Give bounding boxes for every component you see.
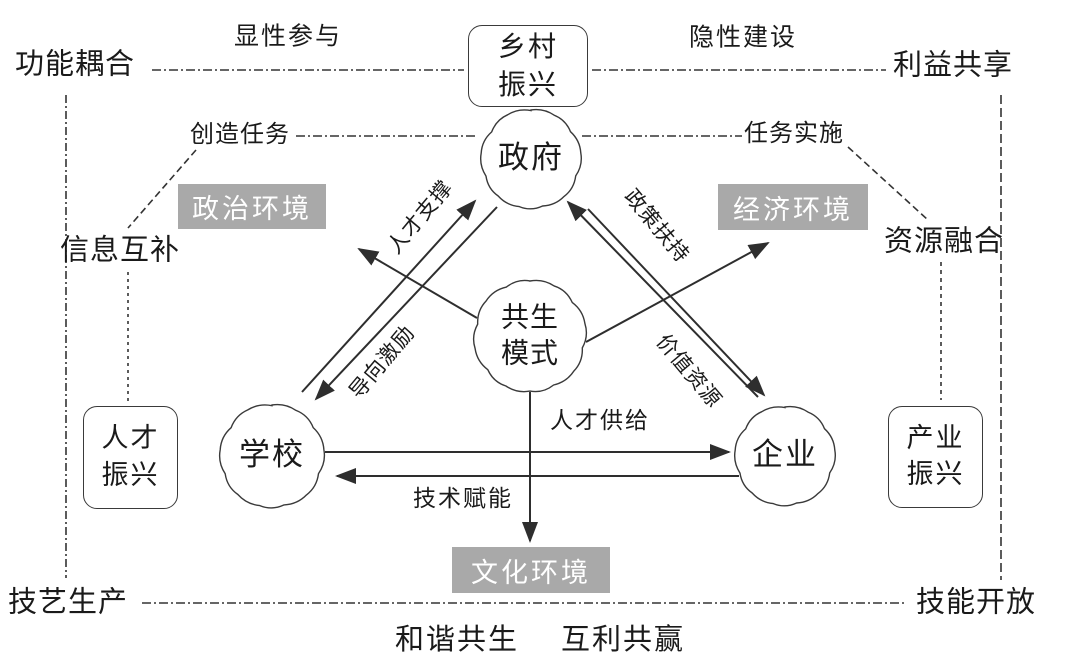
node-symbiosis-label: 共生模式 [501,300,559,373]
node-rural-revitalization-text: 乡村振兴 [498,28,558,104]
edge-label-explicit-participation: 显性参与 [233,21,343,51]
industry-line2: 振兴 [906,459,965,490]
env-box-economic: 经济环境 [718,184,868,230]
dashed-createtask-info [127,149,197,229]
node-industry-revitalization: 产业振兴 [888,406,983,508]
symbiosis-line2: 模式 [500,337,560,370]
cloud-outline [218,403,326,509]
arrow-label-tech-empower: 技术赋能 [413,485,513,512]
node-talent-revitalization: 人才振兴 [83,406,178,509]
corner-label-skill-openness: 技能开放 [915,584,1037,619]
env-box-political: 政治环境 [178,184,326,229]
node-rural-revitalization: 乡村振兴 [468,25,588,107]
cloud-outline [733,405,837,507]
env-box-cultural: 文化环境 [452,547,610,593]
corner-label-craft-production: 技艺生产 [7,584,129,619]
edge-label-task-implement: 任务实施 [744,119,844,148]
footer-motto-right: 互利共赢 [561,622,686,656]
dashed-taskimpl-resource [847,146,929,221]
corner-label-benefit-sharing: 利益共享 [892,47,1014,82]
node-government-label: 政府 [498,140,564,177]
side-label-info-complement: 信息互补 [59,232,181,267]
cloud-outline [472,279,588,393]
arrow-gov-to-school-guide-incentive [314,206,498,401]
edge-label-implicit-construction: 隐性建设 [688,22,798,52]
industry-line1: 产业 [906,422,965,454]
symbiosis-line1: 共生 [500,300,560,334]
arrow-gov-to-enterprise-value-resource [587,208,766,397]
corner-label-function-coupling: 功能耦合 [14,46,136,81]
arrow-symbiosis-to-political [357,247,478,319]
talent-line1: 人才 [101,423,160,455]
arrow-label-talent-supply: 人才供给 [550,407,650,434]
arrow-symbiosis-to-economic [585,242,770,343]
cloud-shapes [218,108,837,509]
node-school-label: 学校 [239,437,305,474]
cloud-outline [479,108,583,210]
footer-motto: 和谐共生 互利共赢 [395,616,685,658]
node-industry-revitalization-text: 产业振兴 [907,421,965,494]
footer-motto-left: 和谐共生 [394,622,519,656]
node-talent-revitalization-text: 人才振兴 [102,421,160,494]
node-enterprise-label: 企业 [752,437,818,474]
side-label-resource-fusion: 资源融合 [883,223,1005,258]
talent-line2: 振兴 [101,459,160,491]
edge-label-create-task: 创造任务 [190,120,290,149]
arrow-school-to-gov-talent-support [301,199,477,393]
rural-line2: 振兴 [497,68,558,101]
rural-line1: 乡村 [497,30,558,64]
